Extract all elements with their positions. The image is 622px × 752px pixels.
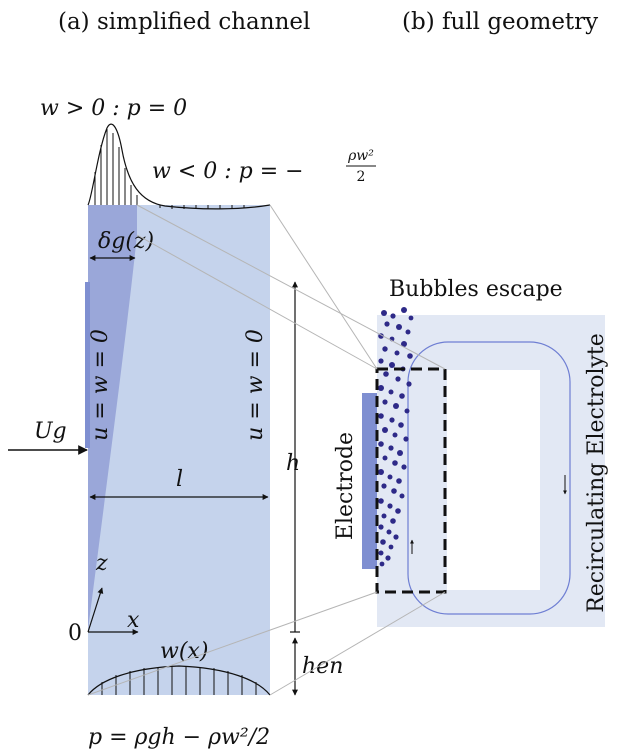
profile-label: w(x) xyxy=(160,639,208,664)
bubble-cloud xyxy=(378,307,414,567)
top-bc-fraction-denominator: 2 xyxy=(357,169,366,185)
zoom-guide-lines xyxy=(87,204,446,696)
delta-g-label: δg(z) xyxy=(98,229,154,254)
right-wall-bc: u = w = 0 xyxy=(243,329,268,441)
outlet-profile-arrows xyxy=(94,129,245,209)
inlet-velocity-label: Ug xyxy=(34,419,67,444)
x-axis-label: x xyxy=(127,608,140,633)
loop-inner-block xyxy=(447,370,540,590)
origin-label: 0 xyxy=(68,621,82,646)
top-bc-fraction-numerator: ρw² xyxy=(347,148,374,164)
inlet-profile-arrows xyxy=(101,666,257,695)
top-bc-negative: w < 0 : p = − xyxy=(152,159,304,184)
z-axis-arrow xyxy=(87,587,104,633)
panel-title-a: (a) simplified channel xyxy=(58,9,310,35)
z-axis-label: z xyxy=(95,551,108,576)
entrance-height-label: hen xyxy=(302,654,343,679)
panel-title-b: (b) full geometry xyxy=(402,9,598,35)
inlet-profile-curve xyxy=(87,665,271,696)
top-bc-positive: w > 0 : p = 0 xyxy=(40,96,187,121)
zoom-window xyxy=(375,367,447,594)
width-label: l xyxy=(176,467,183,492)
left-wall-bc: u = w = 0 xyxy=(88,329,113,441)
bubbles-escape-label: Bubbles escape xyxy=(389,277,563,302)
electrode-strip xyxy=(85,282,90,448)
recirculation-path xyxy=(407,341,571,615)
electrode-plate xyxy=(362,393,377,569)
height-label: h xyxy=(286,451,300,476)
electrode-label: Electrode xyxy=(333,432,358,540)
recirculating-label: Recirculating Electrolyte xyxy=(584,333,609,613)
bottom-bc: p = ρgh − ρw²/2 xyxy=(88,725,270,750)
gas-layer xyxy=(88,205,137,630)
